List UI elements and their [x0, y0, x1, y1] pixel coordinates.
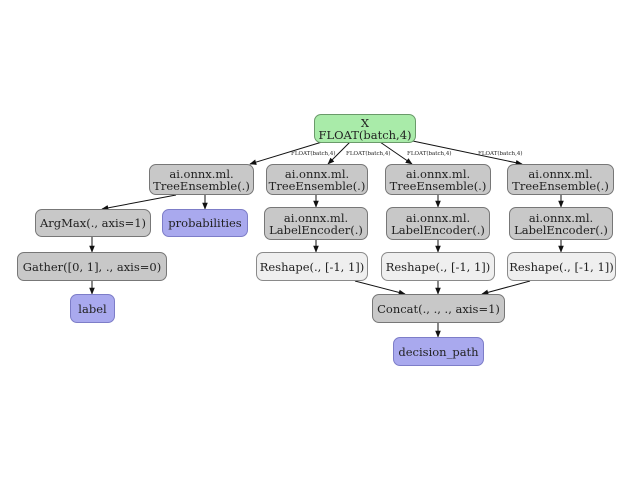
reshape-node-3[interactable]: Reshape(., [-1, 1])	[507, 252, 616, 281]
tree-ensemble-op: TreeEnsemble(.)	[512, 178, 609, 193]
argmax-node[interactable]: ArgMax(., axis=1)	[35, 209, 151, 237]
edge-x-to-tree-2	[327, 141, 351, 165]
tree-ensemble-domain: ai.onnx.ml.	[169, 166, 234, 181]
label-output-node[interactable]: label	[70, 294, 115, 323]
input-node-type: FLOAT(batch,4)	[318, 127, 412, 142]
tree-ensemble-op: TreeEnsemble(.)	[153, 178, 250, 193]
edge-x-to-tree-4	[407, 139, 523, 166]
probabilities-label: probabilities	[168, 216, 242, 230]
label-encoder-op: LabelEncoder(.)	[269, 222, 363, 237]
label-encoder-domain: ai.onnx.ml.	[405, 210, 471, 225]
tree-ensemble-node-4[interactable]: ai.onnx.ml. TreeEnsemble(.)	[507, 164, 614, 195]
tree-ensemble-domain: ai.onnx.ml.	[528, 166, 593, 181]
tree-ensemble-node-1[interactable]: ai.onnx.ml. TreeEnsemble(.)	[149, 164, 254, 195]
label-encoder-op: LabelEncoder(.)	[391, 222, 485, 237]
edge-x-to-tree-1	[249, 141, 323, 165]
label-encoder-op: LabelEncoder(.)	[514, 222, 608, 237]
label-encoder-node-3[interactable]: ai.onnx.ml. LabelEncoder(.)	[509, 207, 613, 240]
concat-label: Concat(., ., ., axis=1)	[377, 301, 500, 316]
tree-ensemble-node-2[interactable]: ai.onnx.ml. TreeEnsemble(.)	[266, 164, 368, 195]
edge-label-2: FLOAT(batch,4)	[346, 151, 391, 157]
gather-label: Gather([0, 1], ., axis=0)	[22, 259, 162, 274]
tree-ensemble-op: TreeEnsemble(.)	[268, 178, 366, 193]
tree-ensemble-domain: ai.onnx.ml.	[405, 166, 471, 181]
input-node-x[interactable]: X FLOAT(batch,4)	[314, 114, 416, 143]
edge-label-4: FLOAT(batch,4)	[478, 151, 523, 157]
edge-tree-1-to-argmax	[101, 194, 177, 211]
probabilities-output-node[interactable]: probabilities	[162, 209, 248, 237]
edge-x-to-tree-3	[379, 141, 413, 165]
decision-path-label: decision_path	[398, 344, 479, 359]
reshape-label: Reshape(., [-1, 1])	[509, 259, 614, 274]
gather-node[interactable]: Gather([0, 1], ., axis=0)	[17, 252, 167, 281]
tree-ensemble-node-3[interactable]: ai.onnx.ml. TreeEnsemble(.)	[385, 164, 491, 195]
edge-reshape-3-to-concat	[481, 280, 531, 296]
reshape-label: Reshape(., [-1, 1])	[259, 259, 365, 274]
reshape-node-1[interactable]: Reshape(., [-1, 1])	[256, 252, 368, 281]
label-encoder-domain: ai.onnx.ml.	[528, 210, 594, 225]
edge-label-3: FLOAT(batch,4)	[407, 151, 452, 157]
argmax-label: ArgMax(., axis=1)	[39, 216, 147, 230]
label-output-label: label	[78, 301, 107, 316]
tree-ensemble-op: TreeEnsemble(.)	[389, 178, 487, 193]
label-encoder-node-1[interactable]: ai.onnx.ml. LabelEncoder(.)	[264, 207, 368, 240]
label-encoder-node-2[interactable]: ai.onnx.ml. LabelEncoder(.)	[386, 207, 490, 240]
decision-path-output-node[interactable]: decision_path	[393, 337, 484, 366]
label-encoder-domain: ai.onnx.ml.	[283, 210, 349, 225]
tree-ensemble-domain: ai.onnx.ml.	[284, 166, 350, 181]
reshape-node-2[interactable]: Reshape(., [-1, 1])	[381, 252, 495, 281]
reshape-label: Reshape(., [-1, 1])	[385, 259, 491, 274]
input-node-name: X	[360, 115, 370, 130]
concat-node[interactable]: Concat(., ., ., axis=1)	[372, 294, 505, 323]
edge-label-1: FLOAT(batch,4)	[291, 151, 336, 157]
edge-reshape-1-to-concat	[354, 280, 406, 296]
